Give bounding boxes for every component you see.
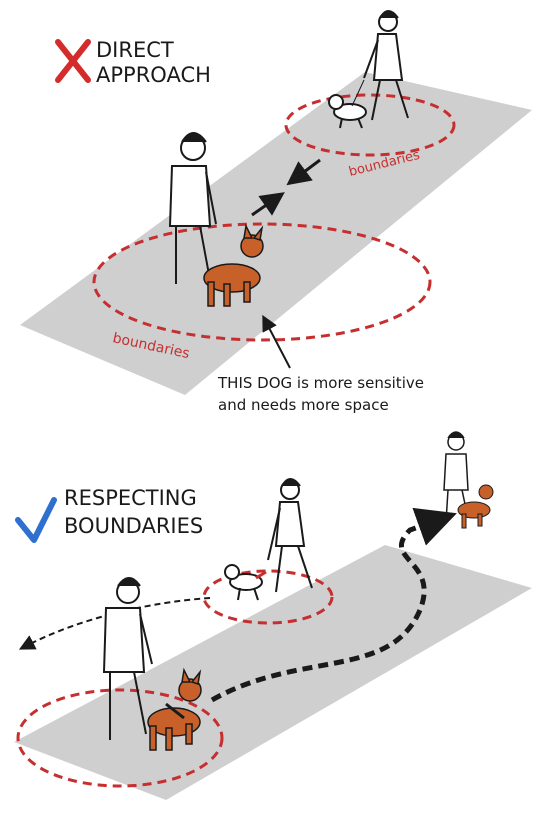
orange-dog-far [458, 485, 493, 528]
heading-boundaries: BOUNDARIES [64, 514, 203, 538]
heading-approach: APPROACH [96, 63, 211, 87]
note-line-1: THIS DOG is more sensitive [217, 374, 424, 392]
heading-respecting: RESPECTING [64, 486, 197, 510]
note-pointer-arrow [266, 322, 290, 368]
walkway-bottom [14, 545, 532, 800]
red-x-icon [58, 42, 88, 80]
bottom-panel: RESPECTING BOUNDARIES [14, 432, 532, 800]
blue-check-icon [18, 500, 54, 540]
heading-direct: DIRECT [96, 38, 174, 62]
note-line-2: and needs more space [218, 396, 389, 414]
top-panel: DIRECT APPROACH boundaries boundaries TH… [20, 11, 532, 414]
walkway-top [20, 72, 532, 395]
